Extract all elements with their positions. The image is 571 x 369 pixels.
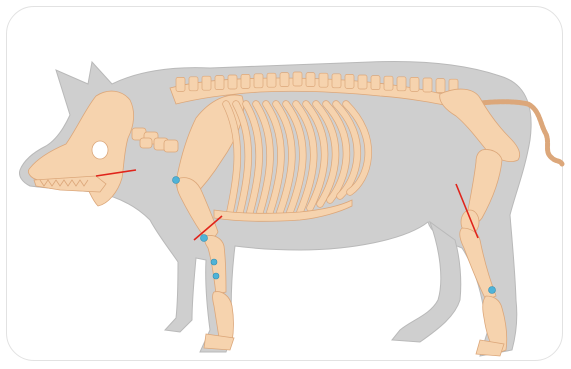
spinous-process bbox=[254, 74, 263, 88]
spinous-process bbox=[371, 76, 380, 90]
spinous-process bbox=[189, 77, 198, 91]
spinous-process bbox=[332, 74, 341, 88]
carpus-joint-1 bbox=[211, 259, 217, 265]
spinous-process bbox=[319, 73, 328, 87]
spinous-process bbox=[280, 73, 289, 87]
spinous-process bbox=[306, 73, 315, 87]
spinous-process bbox=[384, 76, 393, 90]
spinous-process bbox=[345, 74, 354, 88]
spinous-process bbox=[423, 78, 432, 92]
spinous-process bbox=[397, 77, 406, 91]
carpus-joint-2 bbox=[213, 273, 219, 279]
spinous-process bbox=[228, 75, 237, 89]
shoulder-joint bbox=[173, 177, 180, 184]
spinous-process bbox=[410, 77, 419, 91]
elbow-joint bbox=[201, 235, 208, 242]
hind-leg-silhouette bbox=[392, 222, 461, 342]
spinous-process bbox=[436, 79, 445, 93]
spinous-process bbox=[202, 76, 211, 90]
spinous-process bbox=[241, 74, 250, 88]
spinous-process bbox=[176, 77, 185, 91]
spinous-process bbox=[293, 72, 302, 86]
spinous-process bbox=[267, 73, 276, 87]
spinous-process bbox=[215, 76, 224, 90]
spinous-process bbox=[358, 75, 367, 89]
eye-orbit bbox=[92, 141, 108, 159]
hock-joint bbox=[489, 287, 496, 294]
